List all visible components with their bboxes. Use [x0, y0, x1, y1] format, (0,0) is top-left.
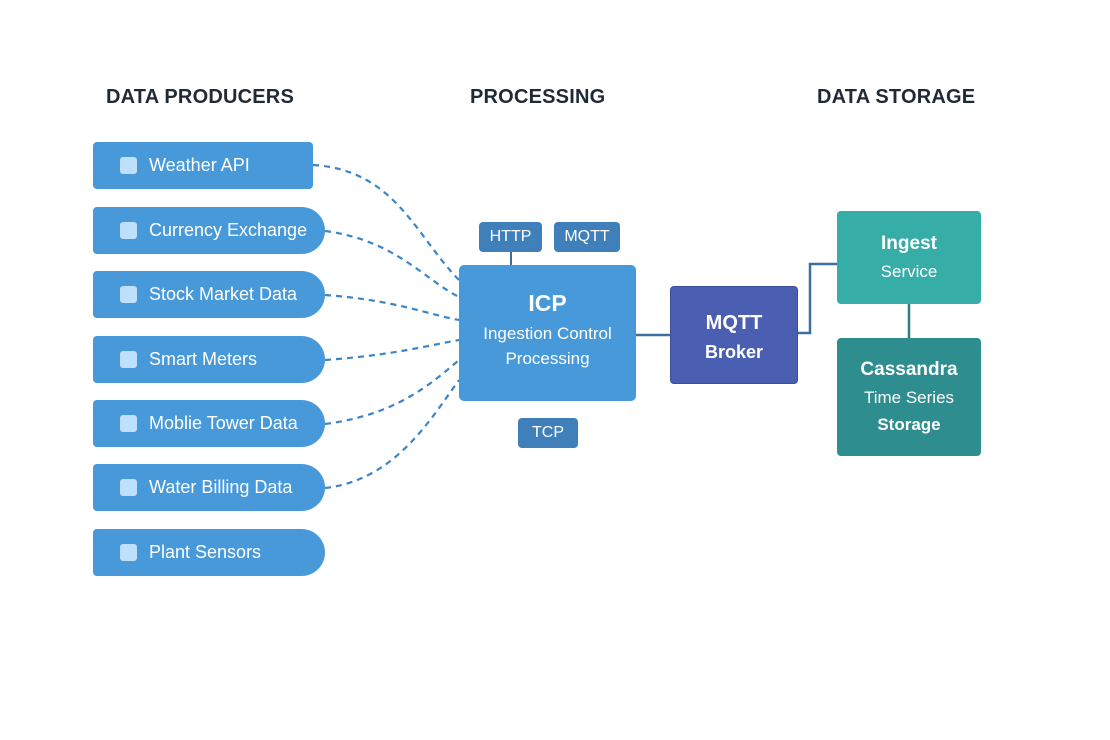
producer-label: Plant Sensors	[149, 542, 262, 562]
ingest-service-node[interactable]: Ingest Service	[837, 211, 981, 304]
checkbox-icon	[120, 351, 137, 368]
connector-weather-api	[312, 163, 460, 281]
broker-line1: MQTT	[705, 312, 763, 334]
broker-line2: Broker	[704, 342, 764, 362]
checkbox-icon	[120, 479, 137, 496]
producer-stock-market-data[interactable]: Stock Market Data	[93, 271, 325, 318]
icp-title: ICP	[528, 290, 567, 316]
storage-line2: Time Series	[863, 388, 955, 407]
producer-label: Smart Meters	[149, 349, 258, 369]
icp-subtitle-line2: Processing	[505, 349, 590, 368]
protocol-mqtt-badge: MQTT	[554, 222, 620, 252]
connector-broker-ingest	[798, 262, 837, 335]
producer-plant-sensors[interactable]: Plant Sensors	[93, 529, 325, 576]
producer-label: Moblie Tower Data	[149, 413, 298, 433]
protocol-tcp-badge: TCP	[518, 418, 578, 448]
producer-label: Stock Market Data	[149, 284, 298, 304]
connector-water-billing-data	[324, 379, 460, 490]
producer-mobile-tower-data[interactable]: Moblie Tower Data	[93, 400, 325, 447]
producer-label: Weather API	[149, 155, 250, 175]
ingest-line1: Ingest	[881, 233, 937, 254]
ingest-line2: Service	[880, 262, 938, 281]
heading-data-storage: DATA STORAGE	[817, 86, 976, 108]
checkbox-icon	[120, 415, 137, 432]
connector-stock-market-data	[324, 293, 460, 322]
producer-water-billing-data[interactable]: Water Billing Data	[93, 464, 325, 511]
heading-processing: PROCESSING	[470, 86, 606, 108]
producer-currency-exchange[interactable]: Currency Exchange	[93, 207, 325, 254]
icp-node[interactable]: ICP Ingestion Control Processing	[459, 265, 636, 401]
checkbox-icon	[120, 222, 137, 239]
producer-smart-meters[interactable]: Smart Meters	[93, 336, 325, 383]
producer-weather-api[interactable]: Weather API	[93, 142, 313, 189]
storage-line1: Cassandra	[860, 359, 958, 380]
checkbox-icon	[120, 544, 137, 561]
producer-label: Currency Exchange	[149, 220, 308, 240]
icp-subtitle-line1: Ingestion Control	[483, 324, 612, 343]
checkbox-icon	[120, 286, 137, 303]
connector-mobile-tower-data	[324, 359, 460, 426]
producer-label: Water Billing Data	[149, 477, 293, 497]
checkbox-icon	[120, 157, 137, 174]
protocol-http-badge: HTTP	[479, 222, 542, 252]
cassandra-storage-node[interactable]: Cassandra Time Series Storage	[837, 338, 981, 456]
mqtt-broker-node[interactable]: MQTT Broker	[670, 286, 798, 384]
connector-currency-exchange	[324, 229, 460, 298]
connector-smart-meters	[324, 338, 460, 362]
heading-data-producers: DATA PRODUCERS	[106, 86, 294, 108]
storage-line3: Storage	[877, 415, 941, 434]
